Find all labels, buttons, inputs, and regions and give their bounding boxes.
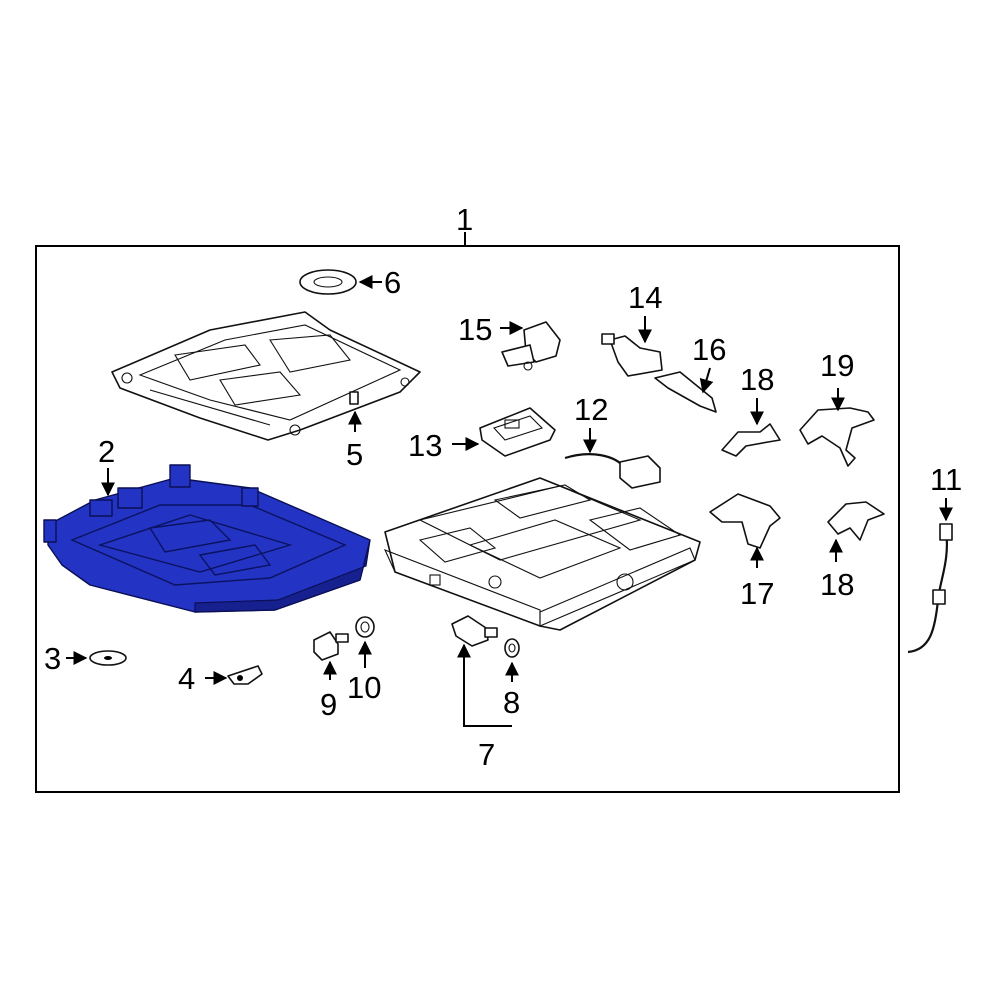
callout-labels: 1 2 3 4 5 6 7 8 9 10 11 12 13 14 15 16 1…: [44, 202, 962, 772]
part-12-harness[interactable]: [564, 453, 661, 489]
part-15-bracket[interactable]: [501, 321, 561, 371]
part-19-bracket[interactable]: [799, 407, 875, 467]
callout-16: 16: [692, 332, 726, 367]
part-13-control-unit[interactable]: [479, 407, 556, 457]
callout-13: 13: [408, 428, 442, 463]
callout-17: 17: [740, 576, 774, 611]
callout-19: 19: [820, 348, 854, 383]
callout-1: 1: [456, 202, 473, 237]
callout-15: 15: [458, 312, 492, 347]
part-6-gasket[interactable]: [299, 269, 357, 295]
part-8-o-ring[interactable]: [504, 638, 520, 658]
part-11-cable[interactable]: [907, 523, 953, 654]
part-17-shield[interactable]: [709, 493, 781, 549]
part-3-washer[interactable]: [89, 650, 127, 666]
callout-4: 4: [178, 661, 195, 696]
part-18b-bracket[interactable]: [827, 501, 885, 541]
part-16-bracket[interactable]: [654, 371, 717, 413]
part-9-bolt[interactable]: [313, 631, 349, 661]
callout-18a: 18: [740, 362, 774, 397]
callout-9: 9: [320, 687, 337, 722]
callout-7: 7: [478, 737, 495, 772]
leader-lines: [66, 275, 953, 727]
callout-6: 6: [384, 265, 401, 300]
callout-14: 14: [628, 280, 662, 315]
callout-5: 5: [346, 437, 363, 472]
part-14-sensor[interactable]: [601, 333, 663, 377]
part-4-clip[interactable]: [227, 665, 263, 685]
callout-18b: 18: [820, 567, 854, 602]
part-10-washer[interactable]: [355, 616, 375, 638]
part-18a-bracket[interactable]: [721, 423, 781, 457]
battery-module-assembly[interactable]: [383, 477, 701, 631]
part-7-sensor[interactable]: [451, 615, 498, 647]
callout-10: 10: [347, 670, 381, 705]
assembly-frame: [35, 245, 900, 793]
part-5-upper-cover[interactable]: [111, 311, 421, 441]
callout-2: 2: [98, 434, 115, 469]
callout-8: 8: [503, 685, 520, 720]
part-2-lower-tray[interactable]: [43, 464, 371, 613]
callout-11: 11: [930, 462, 962, 497]
callout-3: 3: [44, 641, 61, 676]
callout-12: 12: [574, 392, 608, 427]
